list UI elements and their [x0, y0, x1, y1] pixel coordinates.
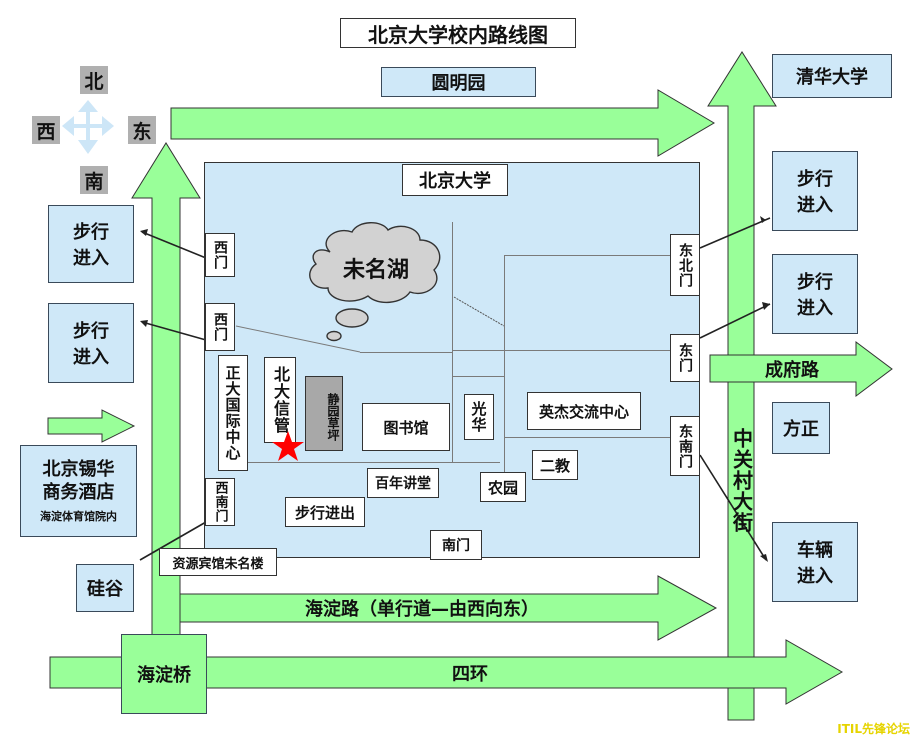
- xihua-hotel: 北京锡华 商务酒店 海淀体育馆院内: [20, 445, 137, 537]
- haidian-road-arrow: [179, 575, 718, 641]
- hotel-name: 北京锡华 商务酒店: [42, 458, 115, 503]
- watermark: ITIL先锋论坛: [837, 722, 910, 736]
- pku-info-management: 北大信管: [264, 357, 296, 443]
- west-gate-2: 西门: [205, 303, 235, 351]
- nongyuan: 农园: [480, 472, 526, 502]
- erjiao: 二教: [532, 450, 578, 480]
- ziyuan-hotel: 资源宾馆未名楼: [159, 548, 277, 576]
- compass-east: 东: [128, 116, 156, 144]
- walk-in-left-1: 步行 进入: [48, 205, 134, 283]
- hotel-small-arrow: [47, 409, 136, 443]
- haidian-road-label: 海淀路（单行道—由西向东）: [305, 599, 539, 620]
- compass-north: 北: [80, 66, 108, 94]
- west-gate-1: 西门: [205, 233, 235, 277]
- guigu-label: 硅谷: [76, 564, 134, 612]
- compass-west: 西: [32, 116, 60, 144]
- campus-road: [504, 437, 672, 438]
- hotel-note: 海淀体育馆院内: [40, 510, 117, 524]
- campus-road: [452, 222, 453, 462]
- chengfu-arrow: [709, 341, 893, 397]
- walk-in-right-1: 步行 进入: [772, 151, 858, 231]
- pku-label: 北京大学: [402, 164, 508, 196]
- yuanmingyuan-road-arrow: [170, 89, 715, 157]
- walk-in-left-2: 步行 进入: [48, 303, 134, 383]
- walk-in-right-2: 步行 进入: [772, 254, 858, 334]
- compass-south: 南: [80, 166, 108, 194]
- southwest-gate: 西南门: [205, 478, 235, 526]
- walk-in-out: 步行进出: [285, 497, 365, 527]
- zhongguancun-street-label: 中关村大街: [729, 427, 754, 533]
- centennial-hall: 百年讲堂: [367, 468, 439, 498]
- yingjie-center: 英杰交流中心: [527, 392, 641, 430]
- library: 图书馆: [362, 403, 450, 451]
- jingyuan-lawn: 静园草坪: [305, 376, 343, 451]
- east-gate: 东门: [670, 334, 700, 382]
- page-title: 北京大学校内路线图: [340, 18, 576, 48]
- campus-road: [360, 352, 452, 353]
- campus-road: [244, 462, 500, 463]
- connector-lines: [139, 217, 771, 561]
- campus-road: [504, 255, 674, 256]
- northeast-gate: 东北门: [670, 234, 700, 296]
- zhongguancun-arrow: [707, 51, 777, 721]
- tsinghua-label: 清华大学: [772, 54, 892, 98]
- campus-road: [452, 350, 670, 351]
- southeast-gate: 东南门: [670, 416, 700, 476]
- fangzheng-label: 方正: [772, 402, 830, 454]
- south-gate: 南门: [430, 530, 482, 560]
- chengfu-road-label: 成府路: [765, 360, 819, 381]
- guanghua: 光华: [464, 394, 494, 440]
- zhengda-center: 正大国际中心: [218, 355, 248, 471]
- west-road-arrow: [131, 142, 201, 653]
- haidian-bridge: 海淀桥: [121, 634, 207, 714]
- weiming-lake-label: 未名湖: [342, 258, 409, 283]
- campus-road: [504, 255, 505, 475]
- vehicle-entry: 车辆 进入: [772, 522, 858, 602]
- sihuan-label: 四环: [452, 664, 488, 685]
- yuanmingyuan-label: 圆明园: [381, 67, 536, 97]
- campus-road: [452, 376, 504, 377]
- compass-arrows: [62, 100, 114, 154]
